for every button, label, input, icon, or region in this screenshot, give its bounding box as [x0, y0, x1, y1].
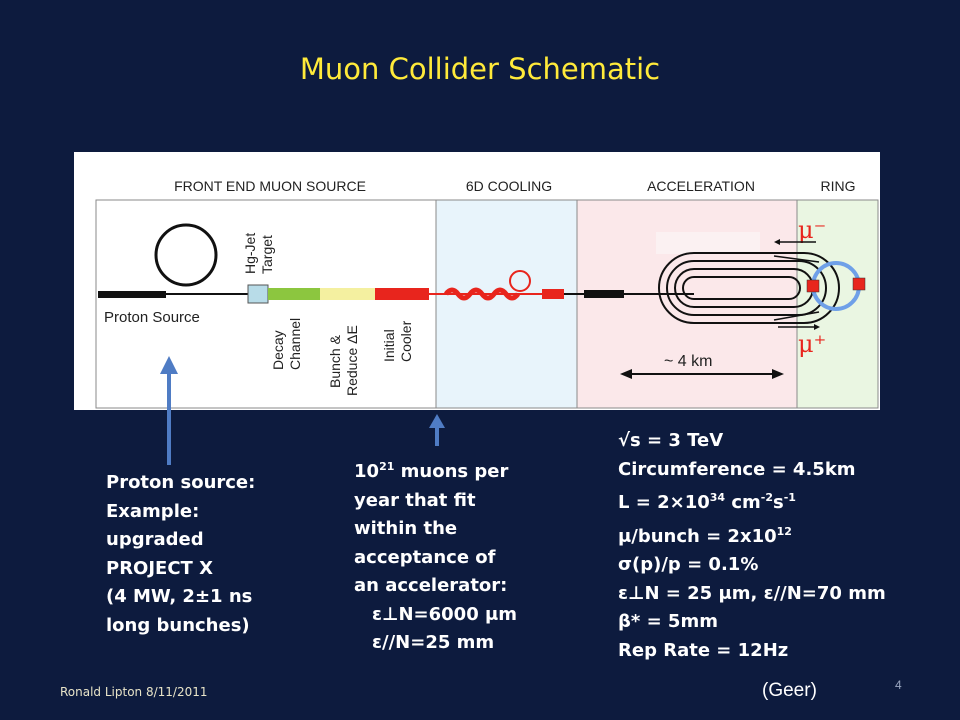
target-label-1: Hg-Jet [242, 233, 258, 274]
bunch-reduce [320, 288, 375, 300]
note-line: acceptance of [354, 546, 496, 568]
acceleration-zone [576, 199, 798, 409]
cooler-label-1: Initial [381, 329, 397, 362]
param-circumference: Circumference = 4.5km [618, 458, 856, 480]
param-rep-rate: Rep Rate = 12Hz [618, 639, 789, 661]
param-luminosity: L = 2×1034 cm-2s-1 [618, 491, 796, 513]
decay-label-1: Decay [270, 330, 286, 370]
proton-linac [98, 291, 166, 298]
bunch-label-2: Reduce ΔE [344, 325, 360, 396]
slide-title: Muon Collider Schematic [299, 52, 661, 86]
note-line: Proton source: [106, 472, 256, 493]
muon-yield-note: 1021 muons per year that fit within the … [354, 453, 517, 658]
distance-label: ~ 4 km [664, 353, 712, 370]
note-line: ε⊥N=6000 μm [372, 603, 517, 625]
cooling-ring [509, 270, 531, 292]
credit-label: (Geer) [762, 680, 817, 701]
ring-zone [796, 199, 879, 409]
header-front-end: FRONT END MUON SOURCE [174, 178, 366, 194]
note-line: year that fit [354, 489, 476, 511]
helical-cooler [444, 287, 520, 301]
header-acceleration: ACCELERATION [647, 178, 755, 194]
note-line: PROJECT X [106, 557, 213, 579]
page-number: 4 [895, 678, 902, 692]
note-line: long bunches) [106, 614, 250, 636]
bunch-label-1: Bunch & [327, 334, 343, 388]
front-end-zone [95, 199, 437, 409]
decay-channel [268, 288, 320, 300]
param-beta: β* = 5mm [618, 611, 718, 632]
note-line: an accelerator: [354, 575, 508, 596]
param-emittance: ε⊥N = 25 μm, ε//N=70 mm [618, 582, 886, 604]
mu-plus-label: μ⁺ [798, 330, 826, 358]
note-line: 1021 muons per [354, 460, 509, 482]
param-momentum-spread: σ(p)/p = 0.1% [618, 554, 759, 575]
note-line: within the [354, 518, 458, 539]
final-cooler [542, 289, 564, 299]
hg-jet-target [247, 284, 269, 304]
header-ring: RING [821, 178, 856, 194]
cooling-zone [435, 199, 578, 409]
note-line: upgraded [106, 529, 204, 550]
detector-left [806, 279, 820, 293]
initial-cooler [375, 288, 429, 300]
note-line: (4 MW, 2±1 ns [106, 586, 253, 607]
footer-author: Ronald Lipton 8/11/2011 [60, 685, 208, 699]
schematic-figure: FRONT END MUON SOURCE 6D COOLING ACCELER… [74, 152, 880, 410]
cooler-label-2: Cooler [398, 320, 414, 362]
target-label-2: Target [259, 235, 275, 274]
proton-source-label: Proton Source [104, 309, 200, 326]
proton-ring [154, 223, 218, 287]
proton-source-note: Proton source: Example: upgraded PROJECT… [106, 469, 255, 640]
header-cooling: 6D COOLING [466, 178, 552, 194]
note-line: ε//N=25 mm [372, 632, 495, 653]
parameters-note: √s = 3 TeV Circumference = 4.5km L = 2×1… [618, 427, 886, 665]
detector-right [852, 277, 866, 291]
note-line: Example: [106, 500, 200, 522]
param-bunch: μ/bunch = 2x1012 [618, 524, 792, 547]
decay-label-2: Channel [287, 318, 303, 370]
param-energy: √s = 3 TeV [618, 430, 724, 451]
white-patch [656, 232, 760, 254]
mu-minus-label: μ⁻ [798, 216, 826, 244]
